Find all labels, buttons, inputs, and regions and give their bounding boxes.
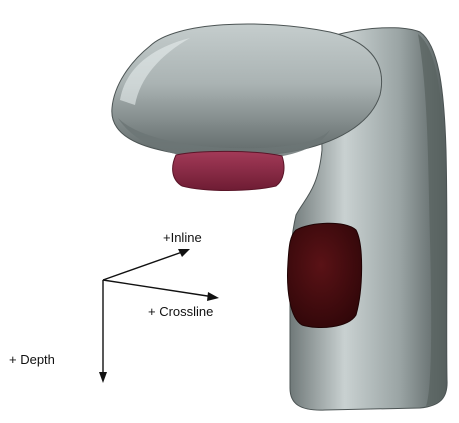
crossline-arrowhead (207, 292, 219, 301)
crossline-arrow (103, 280, 214, 297)
depth-arrowhead (99, 372, 107, 383)
crossline-axis-label: + Crossline (148, 304, 213, 319)
head-pad (173, 151, 284, 190)
depth-axis-label: + Depth (9, 352, 55, 367)
inline-axis-label: +Inline (163, 230, 202, 245)
side-pad (288, 223, 362, 327)
inline-arrow (103, 251, 185, 280)
